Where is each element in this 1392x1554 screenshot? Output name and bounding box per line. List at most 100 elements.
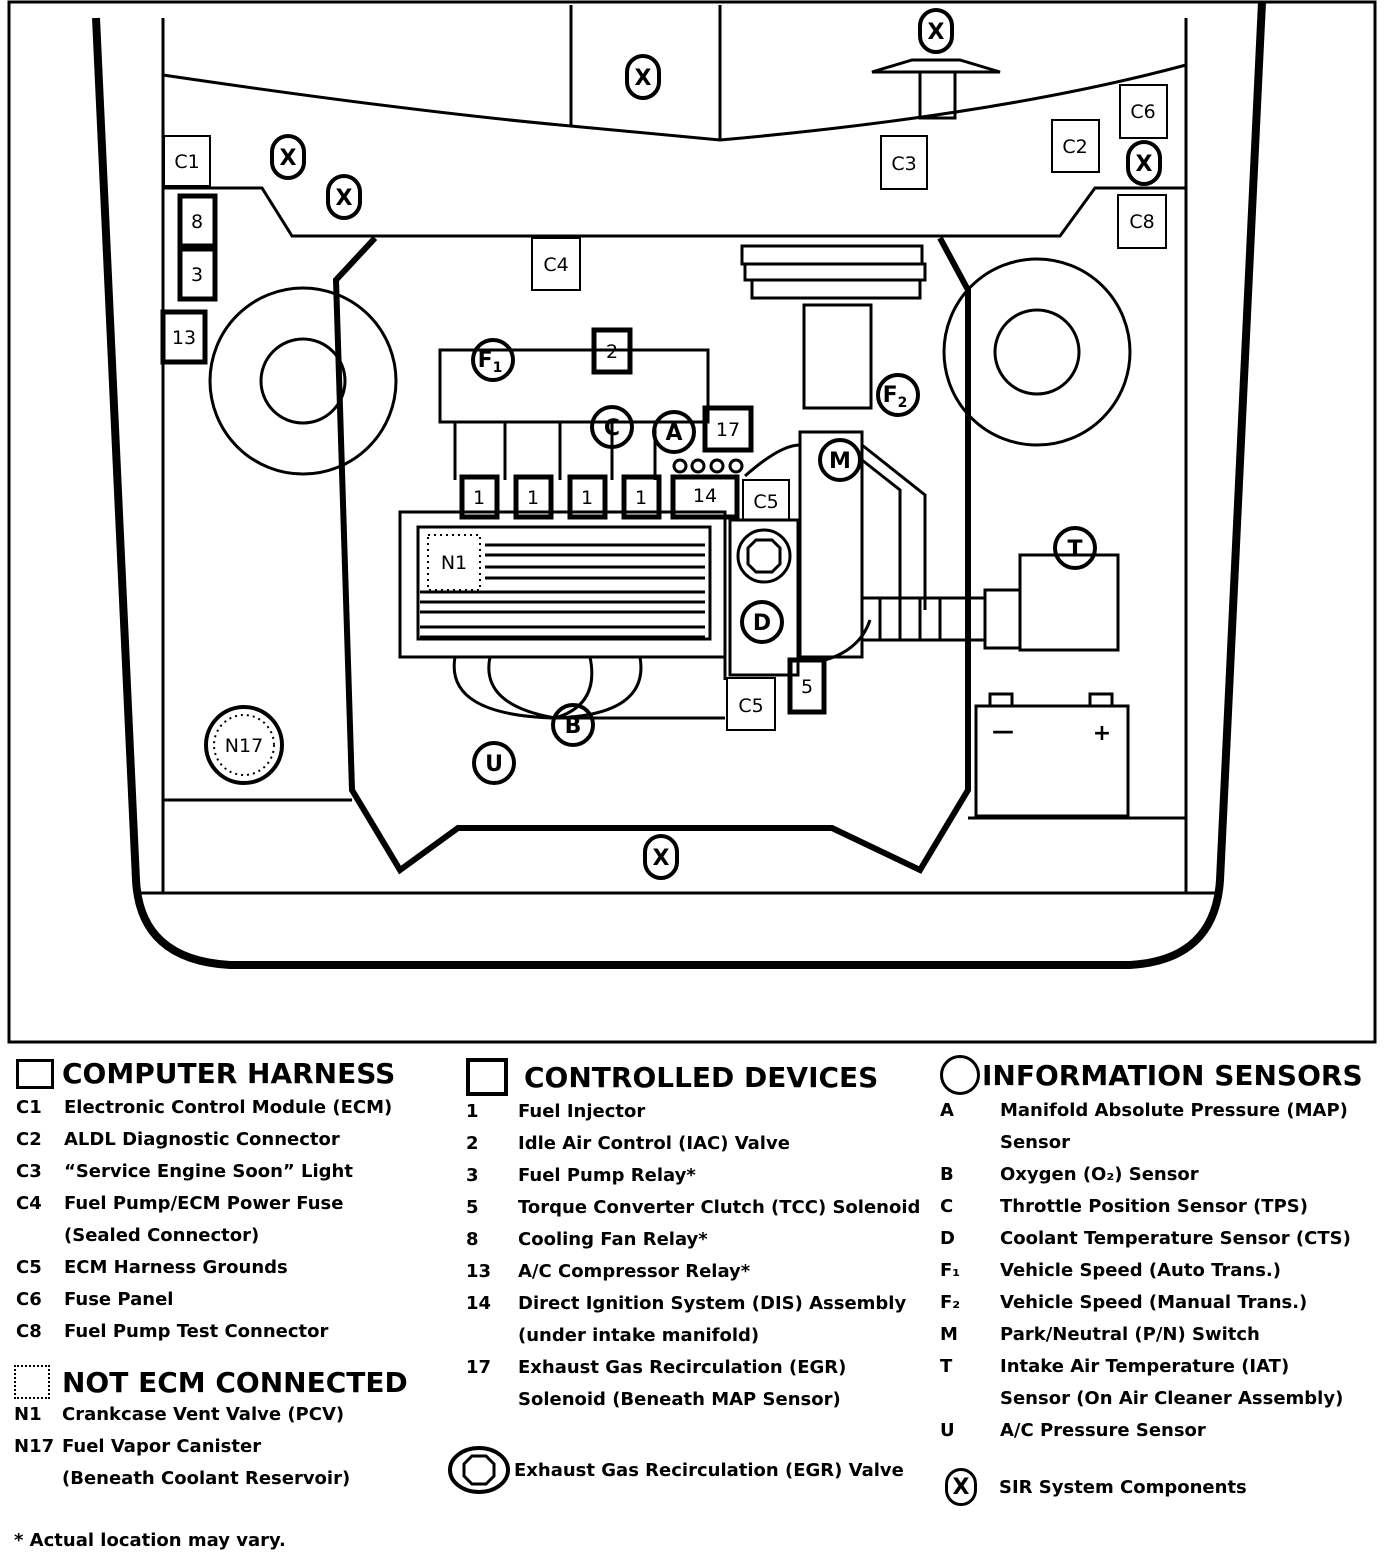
legend-description: “Service Engine Soon” Light [64,1161,353,1182]
legend-description: Sensor [1000,1132,1070,1153]
dotted-square-symbol-icon [14,1365,50,1399]
box-c6 [1119,84,1168,139]
legend-item: C3“Service Engine Soon” Light [16,1156,446,1188]
legend-description: (Beneath Coolant Reservoir) [62,1468,351,1489]
legend-description: Vehicle Speed (Auto Trans.) [1000,1260,1281,1281]
label-n17: N17 [225,735,263,757]
legend-code: 1 [466,1101,479,1122]
label-a: A [665,421,682,446]
legend-code: U [940,1420,955,1441]
box-c8 [1117,194,1167,249]
legend-description: (Sealed Connector) [64,1225,260,1246]
battery [974,704,1130,818]
legend-description: Manifold Absolute Pressure (MAP) [1000,1100,1348,1121]
legend-code: T [940,1356,953,1377]
legend-description: Fuel Pump Test Connector [64,1321,329,1342]
label-x-left1: X [280,146,297,171]
legend-description: ALDL Diagnostic Connector [64,1129,340,1150]
intake-cap2 [743,262,927,282]
firewall [163,186,1186,238]
label-u: U [485,752,503,777]
egr-valve-icon [736,528,792,584]
legend-code: 13 [466,1261,492,1282]
label-x-right: X [1136,152,1153,177]
circle-symbol-icon [940,1055,980,1095]
label-8: 8 [191,211,203,233]
legend-heading: COMPUTER HARNESS [16,1057,446,1090]
legend-code: C8 [16,1321,42,1342]
egr-valve-legend: Exhaust Gas Recirculation (EGR) Valve [448,1446,904,1494]
legend-code: 2 [466,1133,479,1154]
legend-code: F₂ [940,1292,961,1313]
cowl [162,63,1187,142]
oval-x-right [1126,140,1162,186]
legend-item: Sensor [940,1127,1380,1159]
label-14: 14 [693,485,717,507]
label-x-top: X [928,20,945,45]
battery-plus: + [1093,721,1111,746]
legend-description: Coolant Temperature Sensor (CTS) [1000,1228,1351,1249]
bold-square-symbol-icon [466,1058,508,1096]
legend-code: 14 [466,1293,492,1314]
label-x-bottom: X [653,846,670,871]
label-x-cowl: X [635,66,652,91]
legend-description: Cooling Fan Relay* [518,1229,708,1250]
legend-item: 1 Fuel Injector [466,1096,936,1128]
legend-code: C [940,1196,954,1217]
label-d: D [753,611,771,636]
footnote: * Actual location may vary. [14,1530,286,1551]
intake-body [750,278,922,300]
circle-b [551,703,595,747]
circle-m [818,438,862,482]
legend-code: 17 [466,1357,492,1378]
throttle-lines [453,422,657,480]
intake-cap [740,244,924,266]
legend-description: Fuel Injector [518,1101,646,1122]
box-8 [177,193,218,249]
legend-code: 5 [466,1197,479,1218]
label-1c: 1 [581,487,593,509]
label-f1: F1 [478,348,503,376]
label-m: M [829,449,851,474]
legend-item: (Beneath Coolant Reservoir) [14,1463,444,1495]
legend-item: (under intake manifold) [466,1320,936,1352]
egr-valve-octagon [746,538,782,574]
vacuum-port [709,458,725,474]
box-17 [702,405,754,453]
vacuum-port [672,458,688,474]
legend-item: (Sealed Connector) [16,1220,446,1252]
box-1a [459,474,500,520]
diagram-frame [7,0,1377,1044]
legend-description: Fuel Pump Relay* [518,1165,696,1186]
legend-description: Fuse Panel [64,1289,174,1310]
legend-code: F₁ [940,1260,961,1281]
label-5: 5 [801,676,813,698]
oval-x-left2 [326,174,362,220]
sensor-circles [471,338,1097,785]
vacuum-port [728,458,744,474]
trans-curve [723,443,872,680]
axle-boot [983,588,1022,650]
circle-n17-inner [213,714,275,776]
label-boxes [163,84,1168,731]
label-c: C [604,416,620,441]
legend-description: A/C Compressor Relay* [518,1261,751,1282]
box-5 [787,657,827,715]
